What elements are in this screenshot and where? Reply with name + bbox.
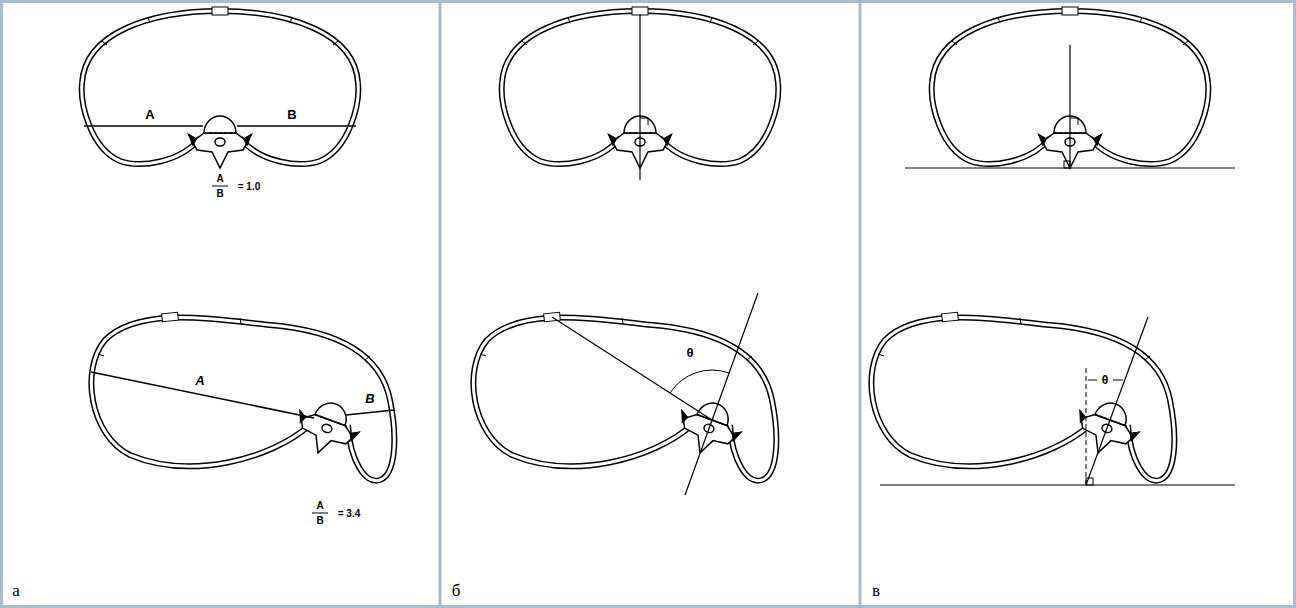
- ratio-value: = 1.0: [238, 182, 261, 192]
- fraction-denominator: B: [316, 516, 323, 526]
- distance-label: B: [287, 108, 296, 121]
- distance-label: A: [195, 374, 204, 387]
- distance-label: A: [145, 108, 154, 121]
- ratio-value: = 3.4: [338, 509, 361, 519]
- distance-label: B: [365, 392, 374, 405]
- panel-letter: в: [872, 582, 880, 599]
- fraction-denominator: B: [216, 189, 223, 199]
- panel-letter: б: [452, 582, 461, 599]
- angle-label: θ: [1101, 374, 1110, 386]
- fraction-numerator: A: [216, 174, 223, 184]
- angle-label: θ: [685, 346, 694, 359]
- fraction-numerator: A: [316, 501, 323, 511]
- panel-letter: а: [12, 582, 20, 599]
